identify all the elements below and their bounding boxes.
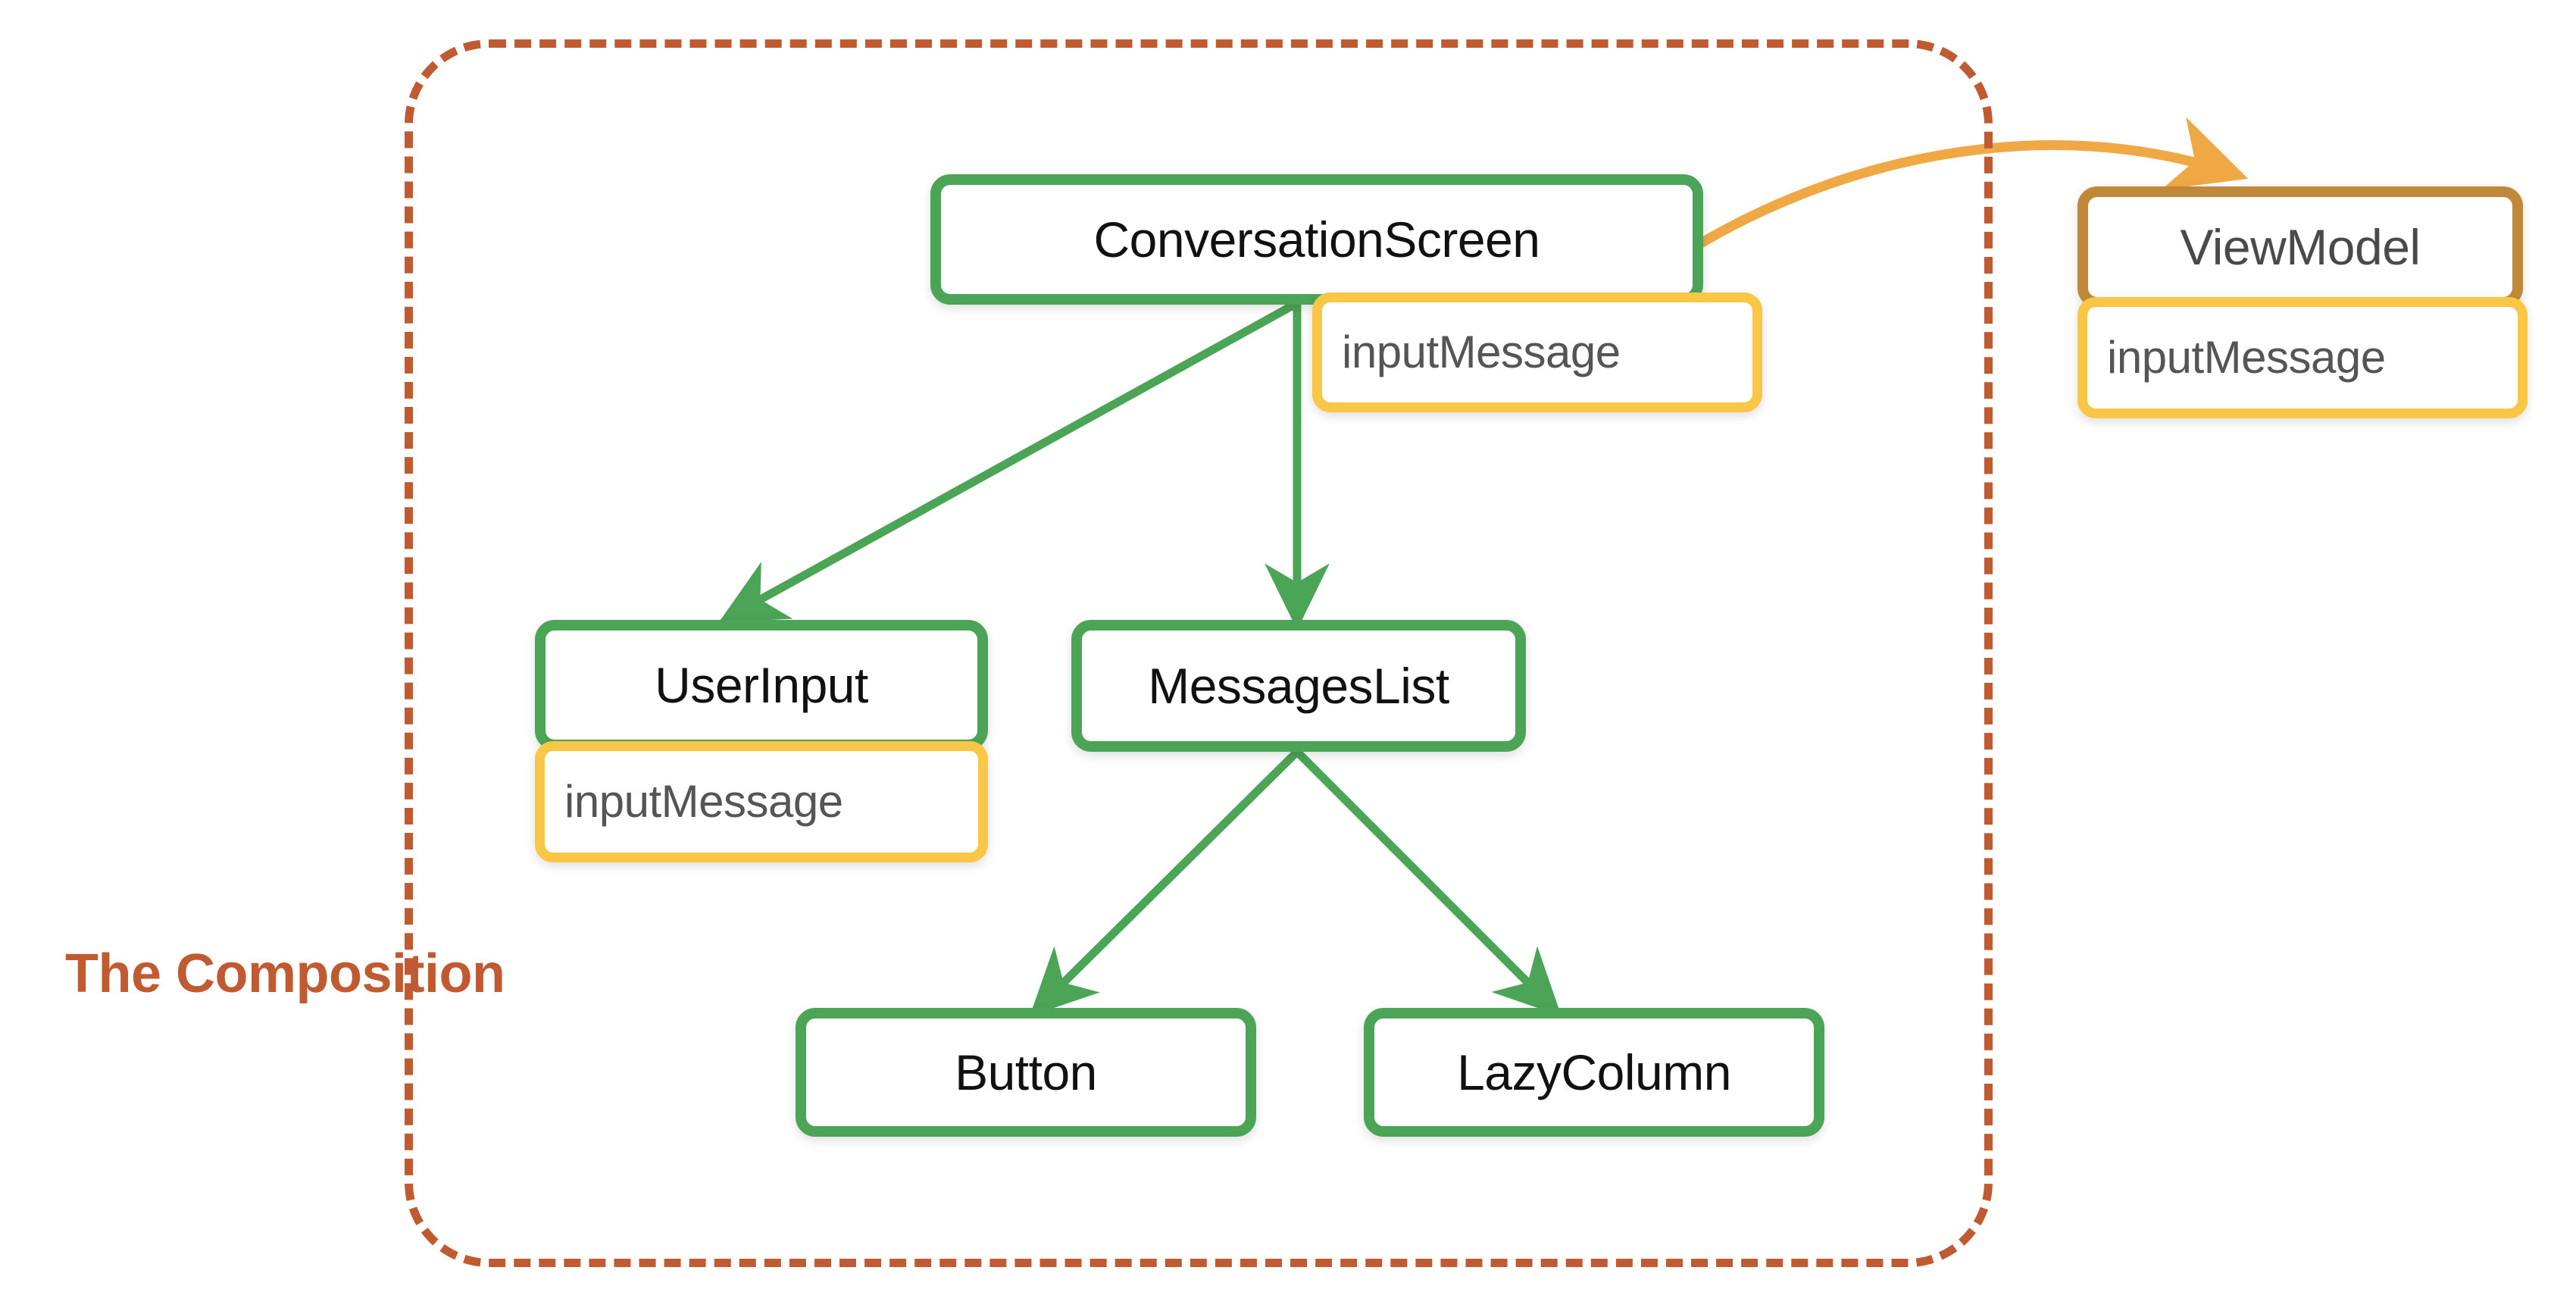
node-conversation-screen-state[interactable]: inputMessage: [1312, 293, 1762, 412]
node-user-input[interactable]: UserInput: [535, 620, 988, 750]
node-view-model-state[interactable]: inputMessage: [2077, 297, 2528, 418]
node-conversation-screen[interactable]: ConversationScreen: [930, 174, 1703, 305]
node-button[interactable]: Button: [796, 1008, 1256, 1137]
node-user-input-state-label: inputMessage: [564, 776, 843, 827]
node-user-input-state[interactable]: inputMessage: [535, 741, 988, 862]
node-lazy-column-label: LazyColumn: [1457, 1044, 1731, 1100]
node-user-input-label: UserInput: [655, 657, 868, 713]
node-view-model-label: ViewModel: [2180, 219, 2421, 275]
node-messages-list[interactable]: MessagesList: [1071, 620, 1526, 752]
node-view-model[interactable]: ViewModel: [2077, 186, 2523, 308]
node-conversation-screen-label: ConversationScreen: [1093, 211, 1541, 268]
node-lazy-column[interactable]: LazyColumn: [1364, 1008, 1824, 1137]
composition-boundary: [405, 39, 1993, 1267]
node-conversation-screen-state-label: inputMessage: [1342, 327, 1621, 377]
node-button-label: Button: [955, 1044, 1097, 1100]
node-messages-list-label: MessagesList: [1148, 658, 1449, 714]
node-view-model-state-label: inputMessage: [2107, 332, 2386, 383]
composition-caption: The Composition: [65, 943, 505, 1004]
